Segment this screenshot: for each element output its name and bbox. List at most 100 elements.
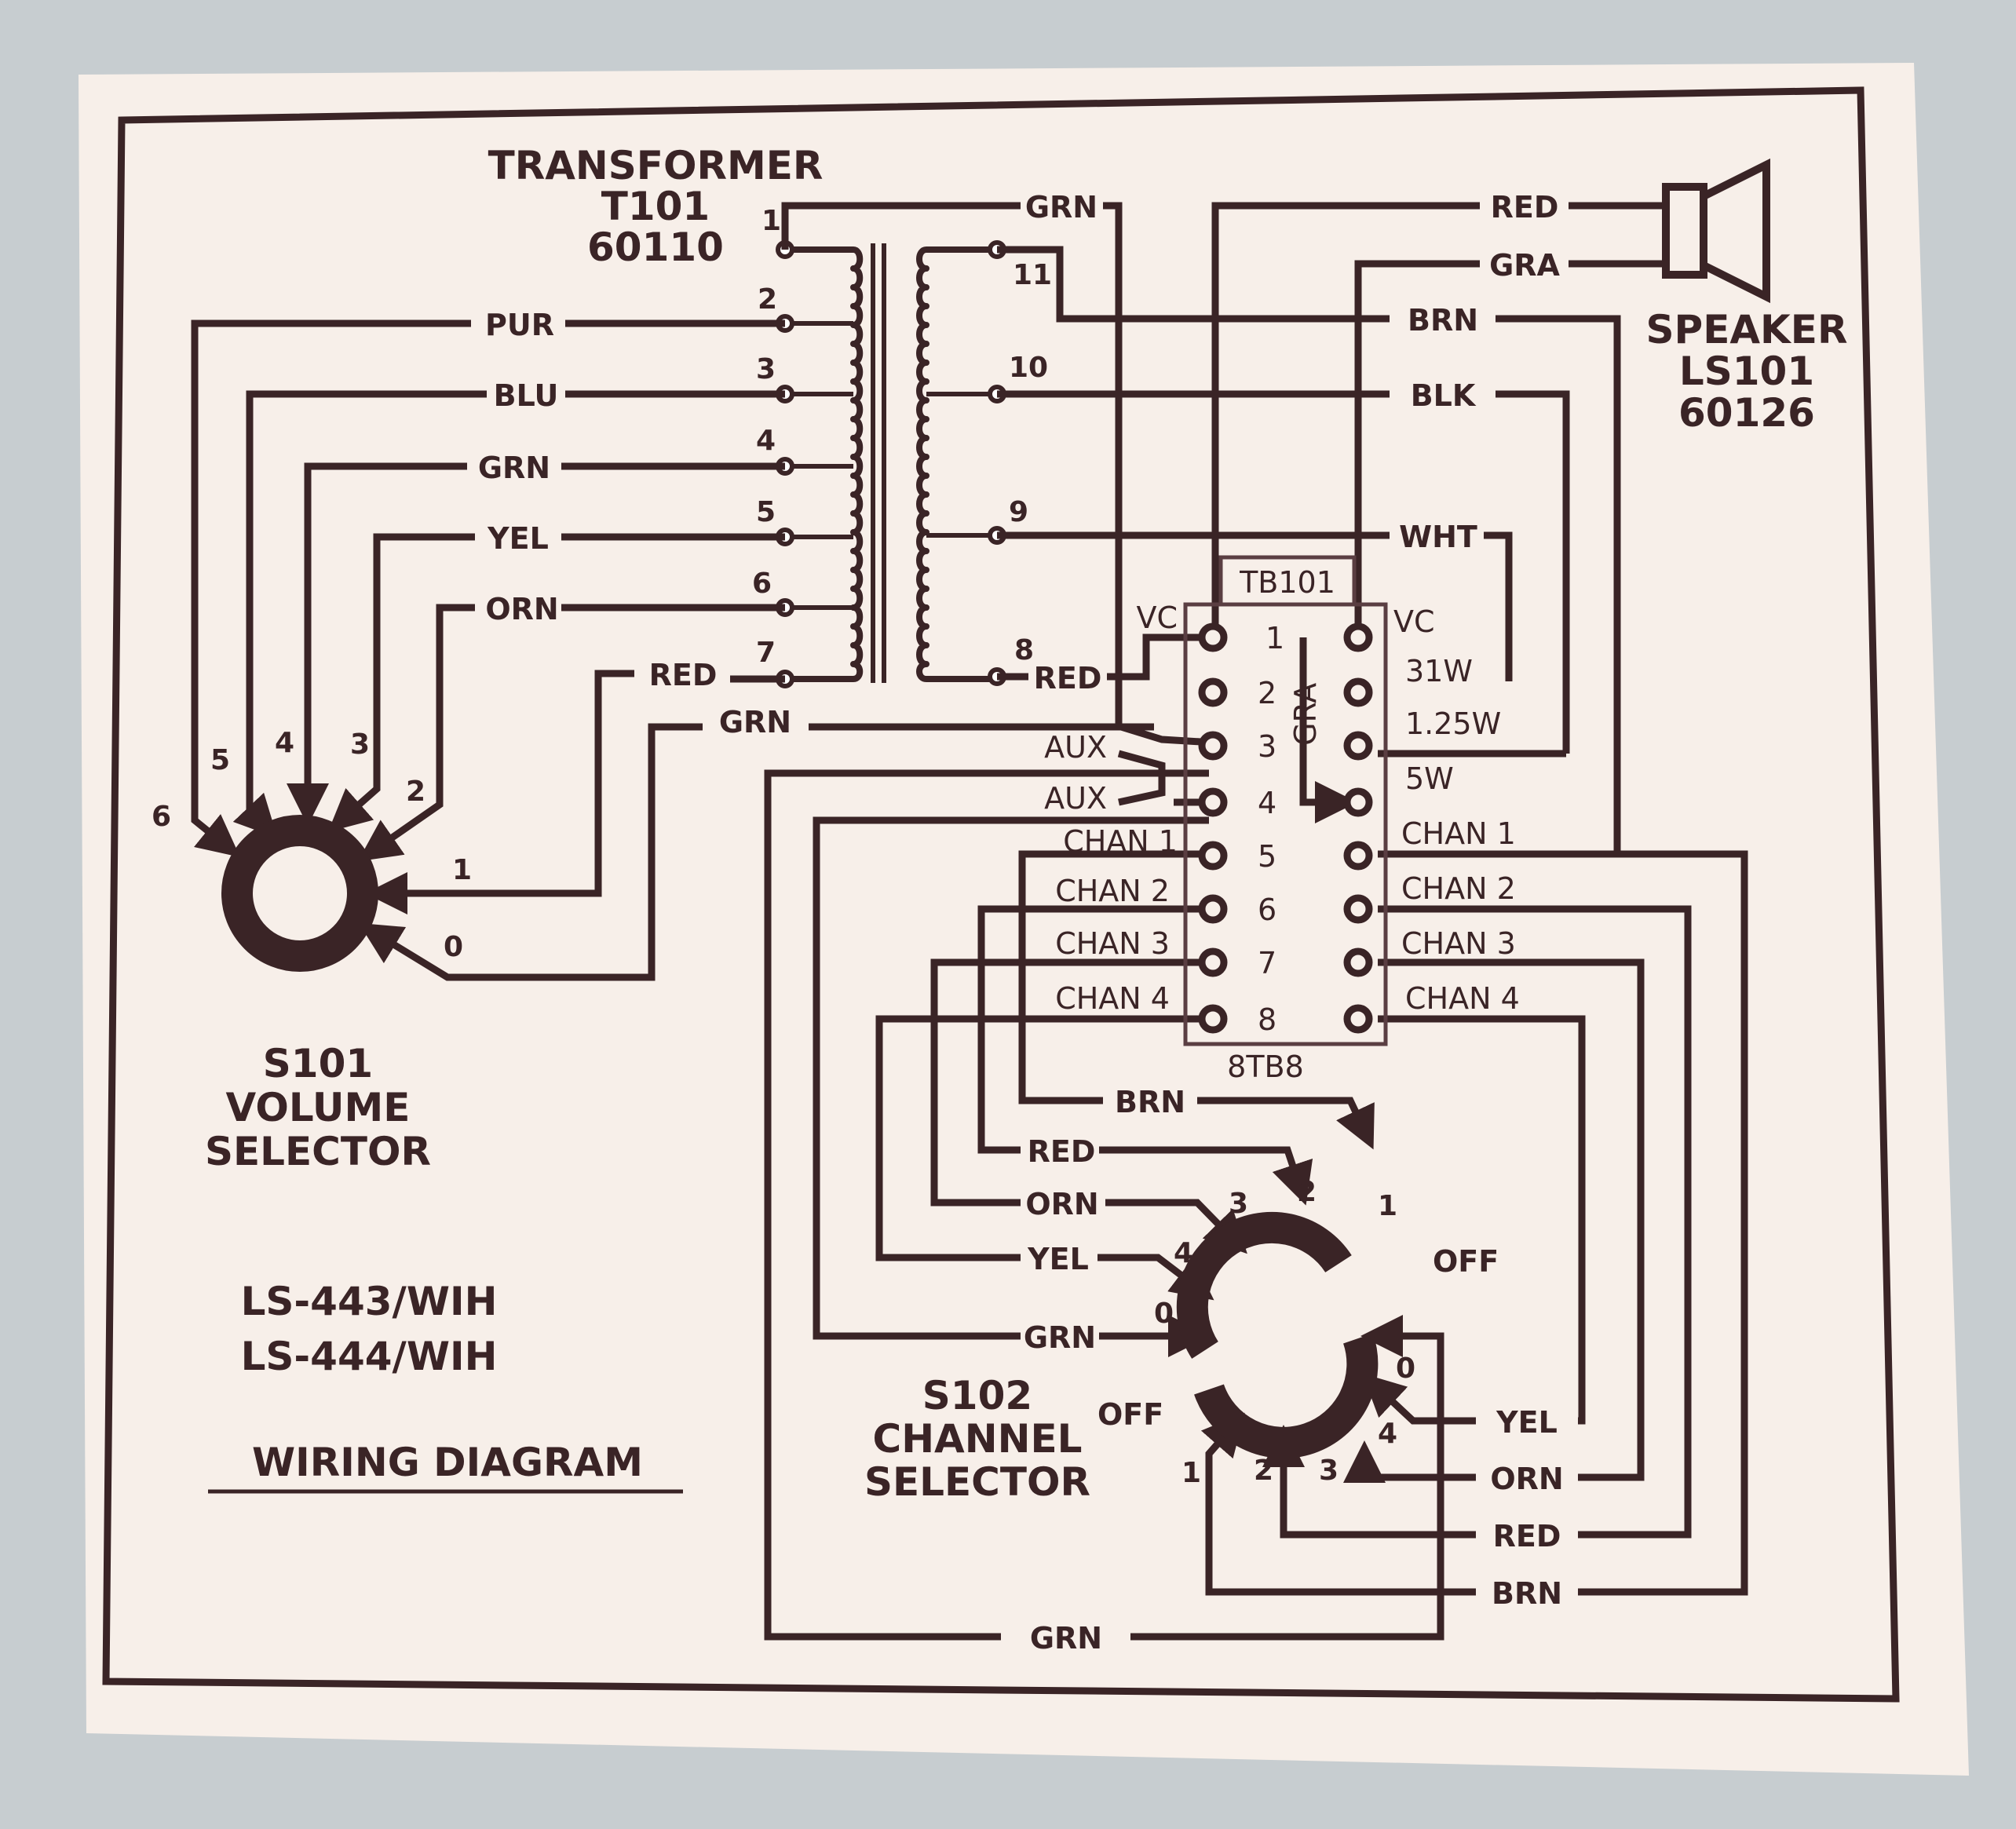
tb-left-6: CHAN 2 [1055,874,1170,908]
wire-label-ch-grn: GRN [1024,1320,1096,1355]
transformer-title: TRANSFORMER [488,143,824,188]
wire-label-t4: GRN [478,451,550,485]
wire-label-t2: PUR [485,308,554,342]
wire-label-vol0: GRN [719,705,791,739]
tb-right-5: CHAN 1 [1401,816,1516,851]
vol-pos-1: 1 [452,854,472,886]
ch-front-4: 4 [1174,1237,1193,1269]
tb-right-2: 31W [1405,654,1473,688]
t-num-8: 8 [1014,634,1034,666]
wire-label-wht: WHT [1399,520,1477,554]
wire-label-brn: BRN [1408,303,1478,338]
tb-num-6: 6 [1258,893,1276,927]
vol-ref: S101 [263,1041,373,1086]
vol-pos-6: 6 [152,801,171,833]
wire-label-r-yel: YEL [1496,1405,1558,1440]
speaker-ref: LS101 [1679,349,1814,394]
wire-label-ch-red: RED [1028,1134,1096,1169]
channel-rear-wafer [1194,1333,1379,1458]
wire-label-r-brn: BRN [1492,1576,1562,1611]
tb-num-5: 5 [1258,839,1276,874]
ch-front-off: OFF [1433,1244,1499,1279]
wire-label-ch-orn: ORN [1025,1187,1098,1221]
t-num-2: 2 [758,283,777,316]
t-num-4: 4 [756,425,776,457]
vol-name-2: SELECTOR [205,1129,431,1174]
ch-rear-1: 1 [1181,1457,1201,1489]
tb-title-box [1218,555,1357,607]
outer-border [102,86,1900,1703]
speaker-magnet [1662,183,1707,279]
t-num-11: 11 [1013,259,1052,291]
t-num-3: 3 [756,353,776,385]
wire-label-ch-brn: BRN [1115,1085,1185,1119]
t-num-6: 6 [752,568,772,600]
speaker-part: 60126 [1678,390,1815,436]
vol-pos-2: 2 [406,776,425,808]
ch-rear-2: 2 [1254,1455,1273,1487]
tb-part: 8TB8 [1227,1050,1304,1084]
wire-label-ch-yel: YEL [1027,1242,1089,1276]
volume-selector-wafer [221,815,378,972]
t-num-7: 7 [756,637,776,669]
vol-pos-4: 4 [275,727,294,759]
wire-label-r-red: RED [1493,1519,1561,1553]
terminal-board-tb101: TB101 8TB8 1 2 3 4 5 6 7 8 VC AUX AUX CH… [1044,555,1520,1084]
tb-left-5: CHAN 1 [1063,824,1178,859]
tb-num-7: 7 [1258,946,1276,980]
tb-left-4: AUX [1044,781,1107,816]
ch-front-2: 2 [1297,1176,1317,1208]
wire-label-t7: RED [649,658,718,692]
tb-num-2: 2 [1258,676,1276,710]
tb-right-4: 5W [1405,761,1454,796]
t-num-9: 9 [1009,496,1028,528]
tb-right-3: 1.25W [1405,706,1501,741]
wire-label-t8: RED [1034,661,1102,695]
ch-ref: S102 [922,1373,1032,1418]
ch-name-1: CHANNEL [873,1416,1083,1462]
speaker-ls101: SPEAKER LS101 60126 [1646,158,1847,436]
tb-right-8: CHAN 4 [1405,981,1520,1016]
wire-label-spk2: GRA [1489,248,1560,283]
wire-label-spk1: RED [1491,190,1559,225]
tb-left-7: CHAN 3 [1055,926,1170,961]
wire-label-t1: GRN [1025,190,1097,225]
transformer-part: 60110 [587,225,724,270]
t-num-10: 10 [1009,352,1048,384]
ch-rear-off: OFF [1097,1397,1163,1432]
model-2: LS-444/WIH [241,1334,498,1379]
tb-left-8: CHAN 4 [1055,981,1170,1016]
tb-jumper-label: GRA [1288,683,1323,746]
tb-left-3: AUX [1044,730,1107,765]
wire-label-t5: YEL [487,521,549,556]
wire-label-blk: BLK [1411,378,1477,413]
t-num-1: 1 [761,205,781,237]
tb-right-6: CHAN 2 [1401,871,1516,906]
tb-right-1: VC [1393,604,1435,639]
vol-name-1: VOLUME [226,1085,411,1130]
wires [191,202,1748,1641]
tb-left-1: VC [1136,601,1178,635]
tb-right-7: CHAN 3 [1401,926,1516,961]
ch-name-2: SELECTOR [864,1459,1090,1505]
vol-pos-0: 0 [444,931,463,963]
ch-front-0: 0 [1154,1298,1174,1330]
tb-num-3: 3 [1258,729,1276,764]
wire-labels: GRN PUR BLU GRN YEL ORN RED GRN RED RED … [478,190,1564,1656]
wire-label-t6: ORN [485,592,558,626]
ch-front-1: 1 [1378,1190,1397,1222]
speaker-cone [1700,158,1770,304]
ch-rear-0: 0 [1396,1353,1415,1385]
model-1: LS-443/WIH [241,1279,498,1324]
tb-num-8: 8 [1258,1002,1276,1037]
volume-selector-s101: 6 5 4 3 2 1 0 S101 VOLUME SELECTOR [152,727,472,1174]
diagram-title: WIRING DIAGRAM [252,1440,643,1485]
t-num-5: 5 [756,496,776,528]
ch-rear-3: 3 [1319,1455,1339,1487]
channel-selector-s102: 1 2 3 4 0 OFF 0 4 3 2 1 OFF S102 CHANNEL… [864,1176,1499,1505]
tb-num-4: 4 [1258,786,1276,820]
channel-front-wafer [1176,1211,1352,1359]
transformer-ref: T101 [601,184,710,229]
ch-rear-4: 4 [1378,1418,1397,1450]
